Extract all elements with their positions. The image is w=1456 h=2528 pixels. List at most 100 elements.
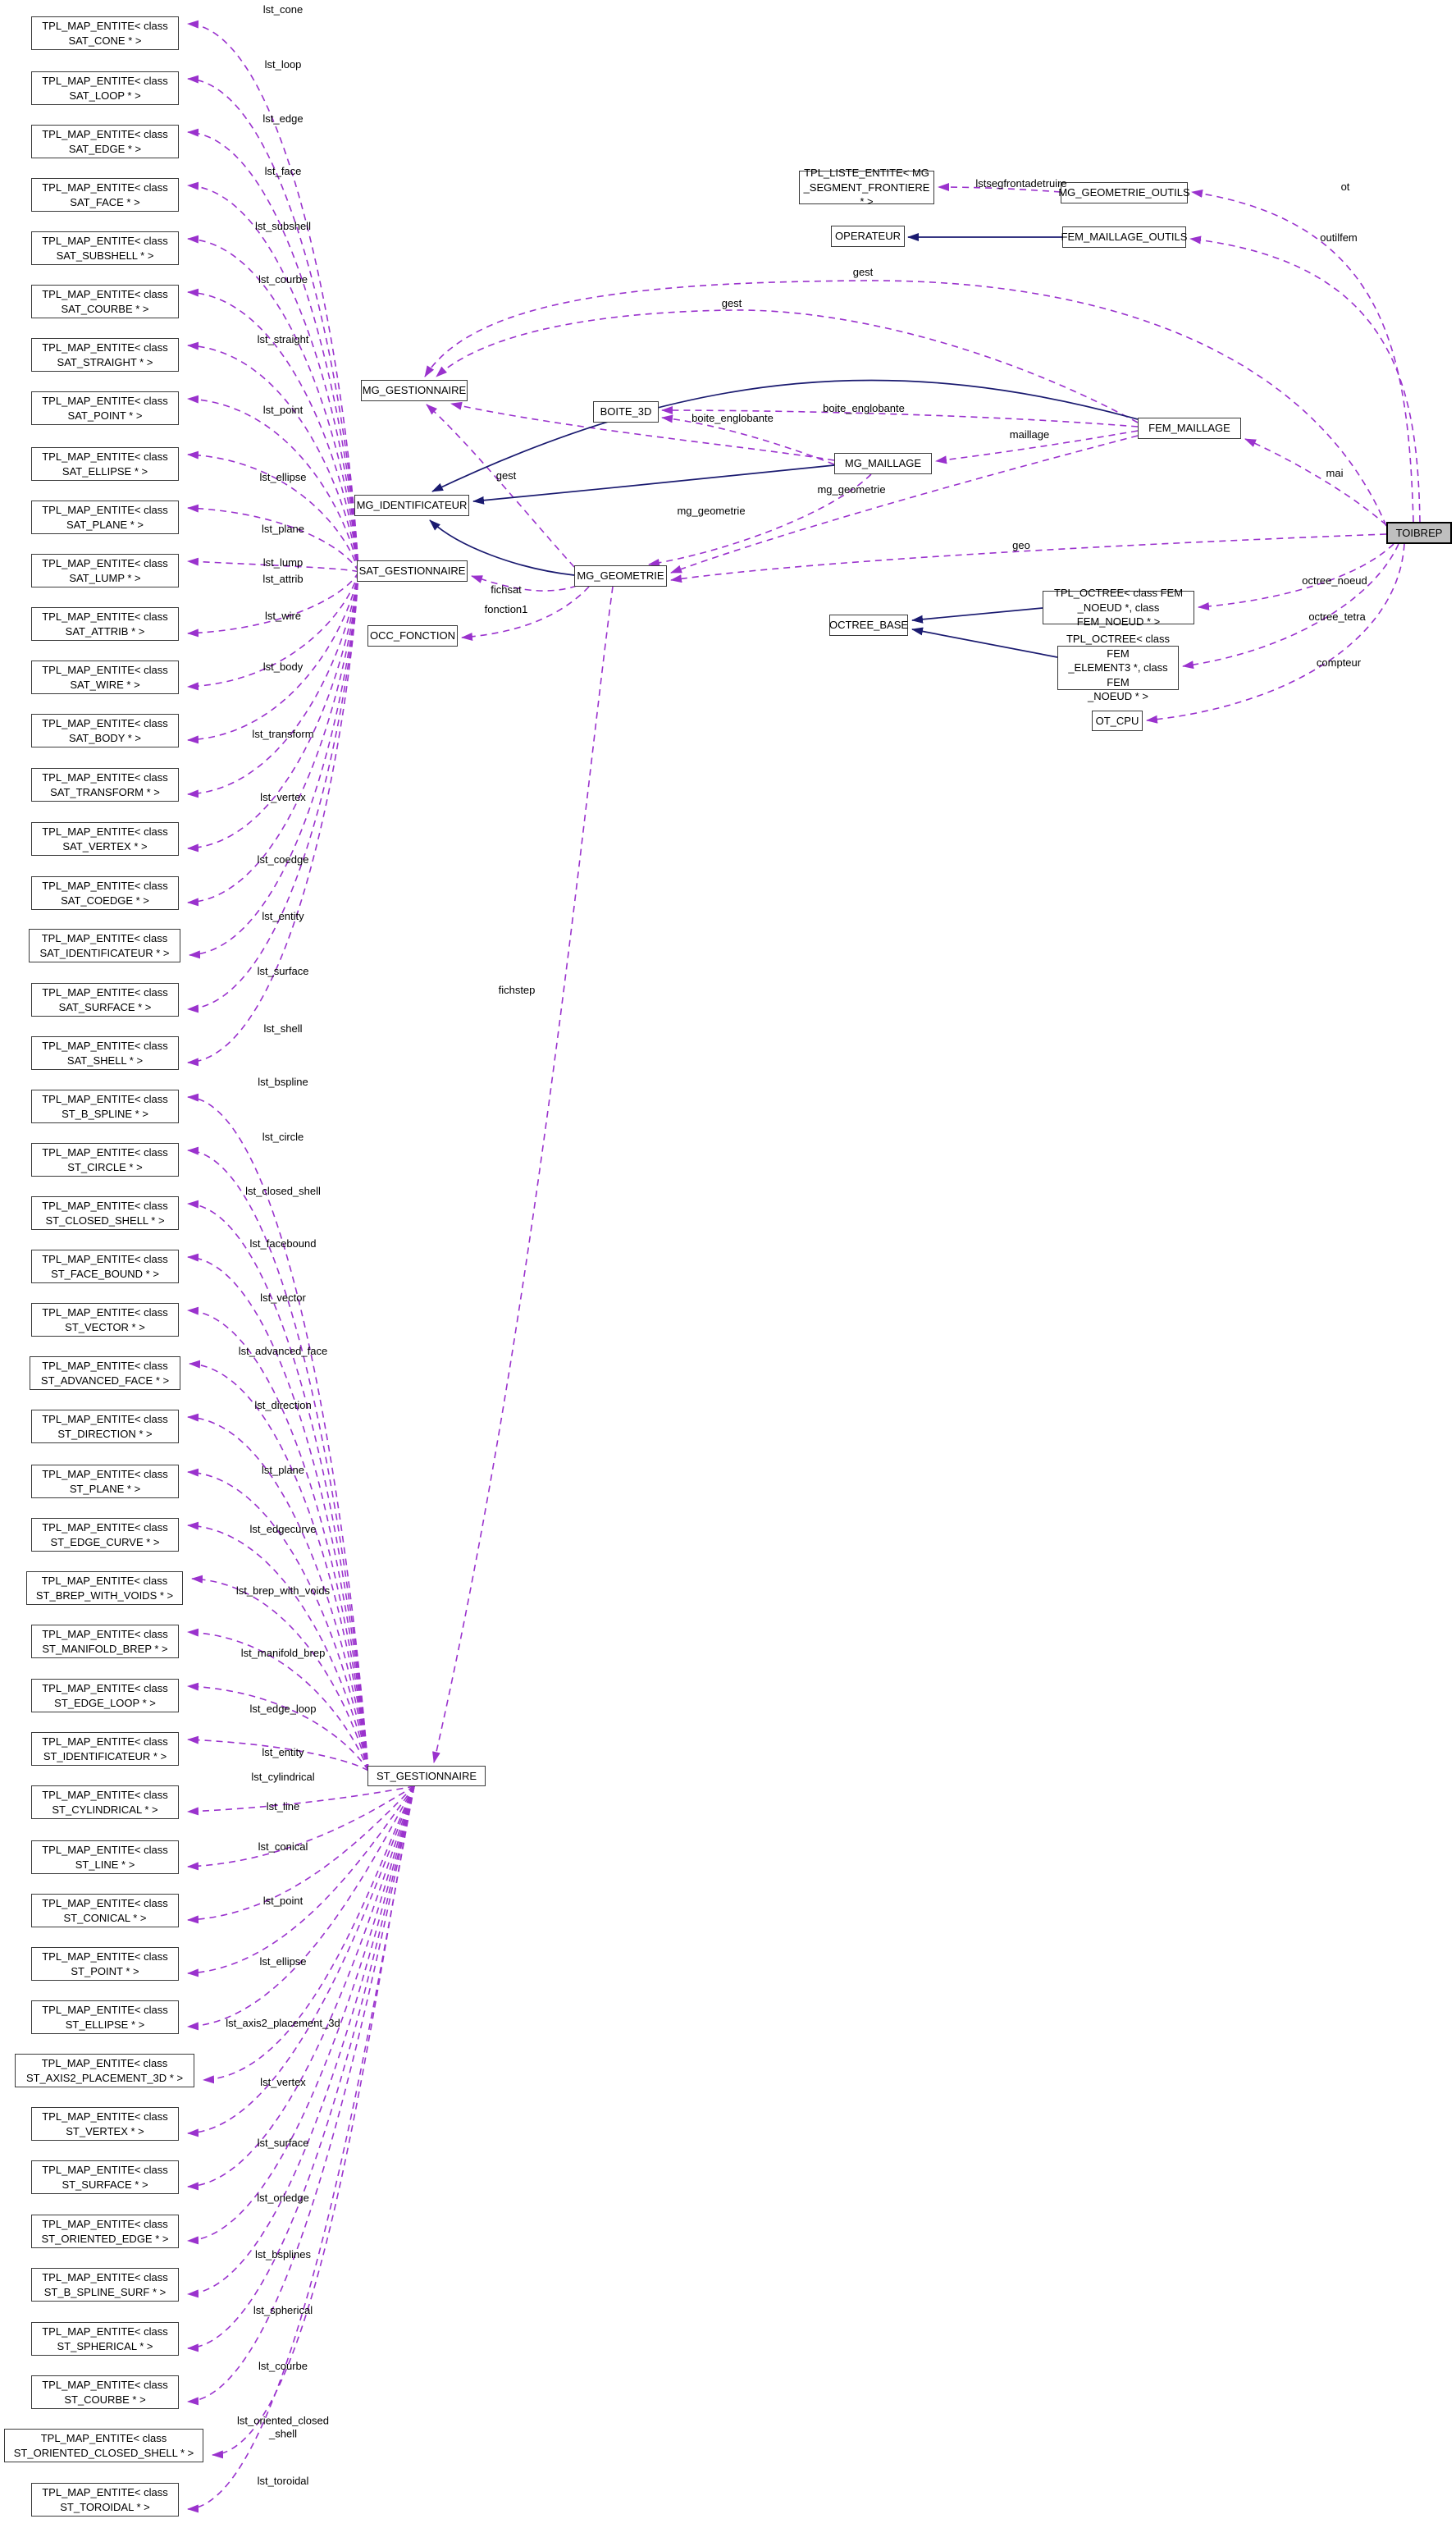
node-operateur[interactable]: OPERATEUR [831,226,905,247]
edge-label-lst-oriedge: lst_oriedge [257,2192,309,2205]
edge-lst-wire [187,571,359,691]
node-map-st-b-spline[interactable]: TPL_MAP_ENTITE< class ST_B_SPLINE * > [31,1090,179,1123]
node-map-st-brep-with-voids[interactable]: TPL_MAP_ENTITE< class ST_BREP_WITH_VOIDS… [26,1571,183,1605]
node-map-st-b-spline-surf[interactable]: TPL_MAP_ENTITE< class ST_B_SPLINE_SURF *… [31,2268,179,2302]
edge-label-boite-englobante: boite_englobante [691,412,774,425]
node-map-sat-plane[interactable]: TPL_MAP_ENTITE< class SAT_PLANE * > [31,501,179,534]
node-map-st-circle[interactable]: TPL_MAP_ENTITE< class ST_CIRCLE * > [31,1143,179,1177]
edge-label-octree-noeud: octree_noeud [1302,574,1367,587]
node-mg-maillage[interactable]: MG_MAILLAGE [834,453,932,474]
edge-lst-manifold-brep [187,1628,369,1771]
edge-lst-edgecurve [187,1521,369,1771]
node-ot-cpu[interactable]: OT_CPU [1092,711,1143,731]
edge-lst-cylindrical [187,1785,415,1816]
edge-label-lst-manifold-brep: lst_manifold_brep [240,1647,326,1660]
edge-lst-entity2 [187,1735,369,1771]
node-map-sat-ellipse[interactable]: TPL_MAP_ENTITE< class SAT_ELLIPSE * > [31,447,179,481]
edge-boite-englobante-mg [661,414,835,465]
node-octree-base[interactable]: OCTREE_BASE [829,615,908,636]
node-map-sat-identificateur[interactable]: TPL_MAP_ENTITE< class SAT_IDENTIFICATEUR… [29,929,180,962]
node-map-sat-transform[interactable]: TPL_MAP_ENTITE< class SAT_TRANSFORM * > [31,768,179,802]
node-map-st-conical[interactable]: TPL_MAP_ENTITE< class ST_CONICAL * > [31,1894,179,1927]
node-map-st-cylindrical[interactable]: TPL_MAP_ENTITE< class ST_CYLINDRICAL * > [31,1785,179,1819]
node-fem-maillage[interactable]: FEM_MAILLAGE [1138,418,1241,439]
node-occ-fonction[interactable]: OCC_FONCTION [367,625,458,647]
node-map-sat-shell[interactable]: TPL_MAP_ENTITE< class SAT_SHELL * > [31,1036,179,1070]
edge-lst-vector [187,1306,369,1771]
edge-lst-spherical [187,1785,415,2352]
edge-label-octree-tetra: octree_tetra [1308,610,1366,624]
edge-label-lst-cylindrical: lst_cylindrical [251,1771,315,1784]
node-map-sat-straight[interactable]: TPL_MAP_ENTITE< class SAT_STRAIGHT * > [31,338,179,372]
node-mg-geometrie-outils[interactable]: MG_GEOMETRIE_OUTILS [1058,182,1190,203]
node-map-st-ellipse[interactable]: TPL_MAP_ENTITE< class ST_ELLIPSE * > [31,2000,179,2034]
node-map-st-plane[interactable]: TPL_MAP_ENTITE< class ST_PLANE * > [31,1465,179,1498]
node-tpl-liste-entite[interactable]: TPL_LISTE_ENTITE< MG _SEGMENT_FRONTIERE … [799,167,934,208]
edge-label-lst-line: lst_line [266,1800,300,1813]
node-mg-gestionnaire[interactable]: MG_GESTIONNAIRE [361,380,468,401]
node-map-st-manifold-brep[interactable]: TPL_MAP_ENTITE< class ST_MANIFOLD_BREP *… [31,1625,179,1658]
node-map-st-line[interactable]: TPL_MAP_ENTITE< class ST_LINE * > [31,1840,179,1874]
edge-label-lst-toroidal: lst_toroidal [257,2475,309,2488]
edge-label-lst-plane: lst_plane [261,1464,305,1477]
node-map-sat-loop[interactable]: TPL_MAP_ENTITE< class SAT_LOOP * > [31,71,179,105]
edge-lst-subshell [187,235,359,573]
node-boite-3d[interactable]: BOITE_3D [593,401,659,423]
node-fem-maillage-outils[interactable]: FEM_MAILLAGE_OUTILS [1061,226,1187,248]
node-map-st-identificateur[interactable]: TPL_MAP_ENTITE< class ST_IDENTIFICATEUR … [31,1732,179,1766]
node-tpl-octree-noeud[interactable]: TPL_OCTREE< class FEM _NOEUD *, class FE… [1043,587,1194,628]
edge-label-lst-direction: lst_direction [254,1399,312,1412]
node-map-st-vertex[interactable]: TPL_MAP_ENTITE< class ST_VERTEX * > [31,2107,179,2141]
node-map-sat-point[interactable]: TPL_MAP_ENTITE< class SAT_POINT * > [31,391,179,425]
node-map-sat-surface[interactable]: TPL_MAP_ENTITE< class SAT_SURFACE * > [31,983,179,1017]
node-map-sat-cone[interactable]: TPL_MAP_ENTITE< class SAT_CONE * > [31,16,179,50]
node-map-st-oriented-edge[interactable]: TPL_MAP_ENTITE< class ST_ORIENTED_EDGE *… [31,2215,179,2248]
edge-label-lst-loop: lst_loop [264,58,302,71]
edge-label-lst-courbe: lst_courbe [258,273,308,286]
node-map-sat-face[interactable]: TPL_MAP_ENTITE< class SAT_FACE * > [31,178,179,212]
edge-label-mai: mai [1326,467,1344,480]
edge-label-lst-surface: lst_surface [257,965,309,978]
node-mg-identificateur[interactable]: MG_IDENTIFICATEUR [354,495,469,516]
node-map-st-face-bound[interactable]: TPL_MAP_ENTITE< class ST_FACE_BOUND * > [31,1250,179,1283]
edge-label-lst-ellipse: lst_ellipse [259,471,307,484]
node-sat-gestionnaire[interactable]: SAT_GESTIONNAIRE [357,560,468,582]
node-map-st-axis2-placement-3d[interactable]: TPL_MAP_ENTITE< class ST_AXIS2_PLACEMENT… [15,2054,194,2087]
node-map-st-closed-shell[interactable]: TPL_MAP_ENTITE< class ST_CLOSED_SHELL * … [31,1196,179,1230]
node-map-st-vector[interactable]: TPL_MAP_ENTITE< class ST_VECTOR * > [31,1303,179,1337]
node-toibrep[interactable]: TOIBREP [1386,522,1452,544]
edge-maillage [935,430,1139,464]
node-map-st-spherical[interactable]: TPL_MAP_ENTITE< class ST_SPHERICAL * > [31,2322,179,2356]
node-map-st-toroidal[interactable]: TPL_MAP_ENTITE< class ST_TOROIDAL * > [31,2483,179,2517]
node-tpl-octree-element[interactable]: TPL_OCTREE< class FEM _ELEMENT3 *, class… [1057,633,1179,702]
node-map-st-surface[interactable]: TPL_MAP_ENTITE< class ST_SURFACE * > [31,2160,179,2194]
edge-compteur [1146,543,1405,724]
node-map-sat-attrib[interactable]: TPL_MAP_ENTITE< class SAT_ATTRIB * > [31,607,179,641]
node-map-sat-lump[interactable]: TPL_MAP_ENTITE< class SAT_LUMP * > [31,554,179,587]
node-map-st-oriented-closed-shell[interactable]: TPL_MAP_ENTITE< class ST_ORIENTED_CLOSED… [4,2429,203,2462]
node-map-st-edge-curve[interactable]: TPL_MAP_ENTITE< class ST_EDGE_CURVE * > [31,1518,179,1552]
edge-label-lst-body: lst_body [262,661,304,674]
node-map-st-courbe[interactable]: TPL_MAP_ENTITE< class ST_COURBE * > [31,2375,179,2409]
edge-lst-face [187,181,359,573]
node-map-sat-edge[interactable]: TPL_MAP_ENTITE< class SAT_EDGE * > [31,125,179,158]
node-map-sat-vertex[interactable]: TPL_MAP_ENTITE< class SAT_VERTEX * > [31,822,179,856]
node-map-st-point[interactable]: TPL_MAP_ENTITE< class ST_POINT * > [31,1947,179,1981]
node-map-sat-body[interactable]: TPL_MAP_ENTITE< class SAT_BODY * > [31,714,179,747]
edge-gest-mg-maillage [450,401,835,461]
edge-lst-ellipse [187,450,359,573]
edge-fichstep [432,586,614,1763]
node-st-gestionnaire[interactable]: ST_GESTIONNAIRE [367,1766,486,1786]
node-map-st-advanced-face[interactable]: TPL_MAP_ENTITE< class ST_ADVANCED_FACE *… [30,1356,180,1390]
node-map-sat-subshell[interactable]: TPL_MAP_ENTITE< class SAT_SUBSHELL * > [31,231,179,265]
node-map-sat-coedge[interactable]: TPL_MAP_ENTITE< class SAT_COEDGE * > [31,876,179,910]
edge-gest-toibrep [424,280,1387,527]
node-map-st-edge-loop[interactable]: TPL_MAP_ENTITE< class ST_EDGE_LOOP * > [31,1679,179,1712]
node-map-sat-wire[interactable]: TPL_MAP_ENTITE< class SAT_WIRE * > [31,661,179,694]
node-mg-geometrie[interactable]: MG_GEOMETRIE [574,565,667,587]
node-map-st-direction[interactable]: TPL_MAP_ENTITE< class ST_DIRECTION * > [31,1410,179,1443]
edge-lst-coedge [187,571,359,907]
node-map-sat-courbe[interactable]: TPL_MAP_ENTITE< class SAT_COURBE * > [31,285,179,318]
edge-label-maillage: maillage [1009,428,1050,441]
edge-label-lst-oriented-closed-shell: lst_oriented_closed _shell [236,2414,330,2439]
